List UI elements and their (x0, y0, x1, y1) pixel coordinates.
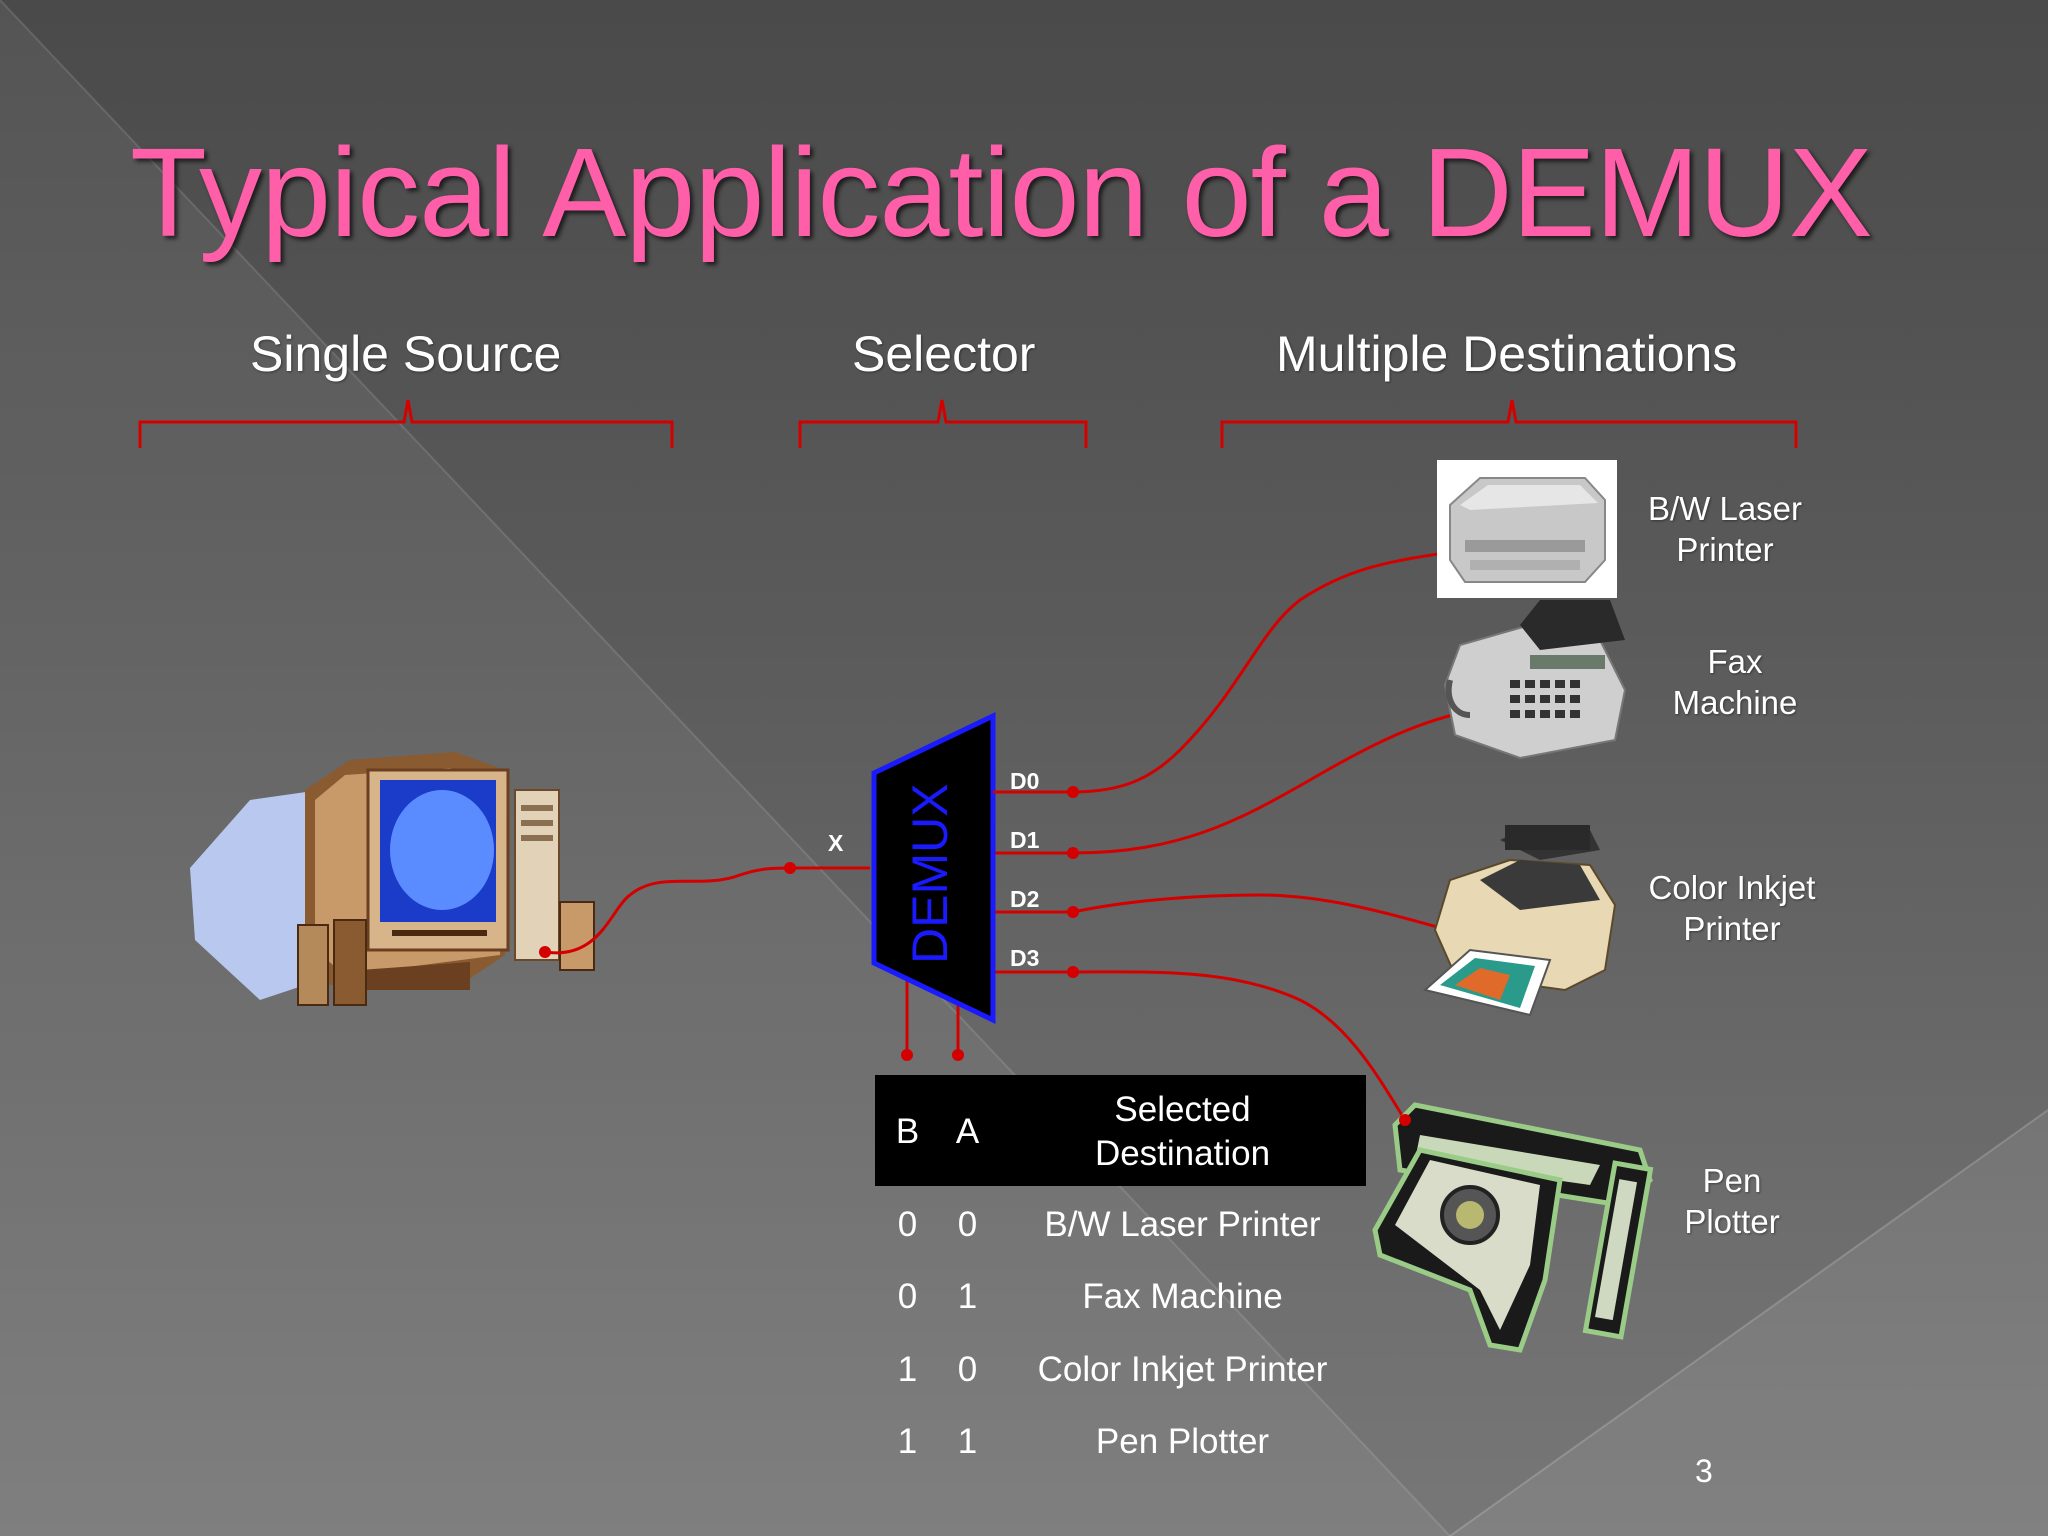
destination-inkjet-line1: Color Inkjet (1648, 869, 1816, 906)
wire-d1 (993, 708, 1476, 855)
table-row-0-b: 0 (897, 1205, 918, 1244)
table-row-0-a: 0 (957, 1205, 978, 1244)
bracket-selector (798, 399, 1088, 448)
bracket-destinations (1220, 399, 1798, 448)
table-row-3-a: 1 (957, 1422, 978, 1461)
output-d2-label: D2 (1010, 886, 1040, 912)
table-row-1-dest: Fax Machine (1082, 1277, 1283, 1316)
table-row-2-b: 1 (897, 1350, 918, 1389)
output-d0-label: D0 (1010, 768, 1040, 794)
demux-block (871, 712, 996, 1024)
table-header-b: B (895, 1112, 920, 1151)
table-header-destination-line2: Destination (1094, 1134, 1271, 1173)
demux-label: DEMUX (902, 783, 958, 964)
table-row-3-dest: Pen Plotter (1095, 1422, 1270, 1461)
table-row-0-dest: B/W Laser Printer (1044, 1205, 1321, 1244)
table-row-1-a: 1 (957, 1277, 978, 1316)
truth-table-header (875, 1075, 1366, 1186)
computer-icon (190, 752, 595, 1006)
table-row-2-dest: Color Inkjet Printer (1037, 1350, 1328, 1389)
input-x-label: X (828, 830, 844, 856)
destination-plotter-line2: Plotter (1684, 1203, 1780, 1240)
destination-laser-label: B/W Laser Printer (1630, 488, 1820, 570)
heading-single-source: Single Source (250, 326, 562, 382)
bracket-source (138, 399, 674, 448)
output-d1-label: D1 (1010, 827, 1040, 853)
destination-fax-label: Fax Machine (1640, 641, 1830, 723)
pen-plotter-icon (1372, 1102, 1654, 1353)
destination-inkjet-label: Color Inkjet Printer (1632, 867, 1832, 949)
destination-plotter-line1: Pen (1702, 1162, 1762, 1199)
wire-input (544, 866, 870, 955)
destination-fax-line2: Machine (1672, 684, 1798, 721)
fax-machine-icon (1443, 600, 1627, 760)
destination-laser-line1: B/W Laser (1647, 490, 1803, 527)
heading-multiple-destinations: Multiple Destinations (1276, 326, 1738, 382)
wire-d2 (993, 893, 1466, 937)
inkjet-printer-icon (1422, 825, 1617, 1017)
heading-selector: Selector (852, 326, 1036, 382)
page-number: 3 (1695, 1453, 1713, 1489)
table-header-a: A (955, 1112, 980, 1151)
destination-plotter-label: Pen Plotter (1652, 1160, 1812, 1242)
wire-d3 (993, 970, 1407, 1121)
destination-laser-line2: Printer (1676, 531, 1774, 568)
table-header-destination-line1: Selected (1114, 1090, 1251, 1129)
table-row-3-b: 1 (897, 1422, 918, 1461)
output-d3-label: D3 (1010, 945, 1040, 971)
wire-d0 (993, 545, 1481, 794)
table-row-2-a: 0 (957, 1350, 978, 1389)
table-header-destination: Selected Destination (1010, 1088, 1355, 1176)
table-row-1-b: 0 (897, 1277, 918, 1316)
destination-fax-line1: Fax (1707, 643, 1763, 680)
laser-printer-icon (1437, 460, 1617, 598)
destination-inkjet-line2: Printer (1683, 910, 1781, 947)
slide-title: Typical Application of a DEMUX (130, 122, 1873, 263)
